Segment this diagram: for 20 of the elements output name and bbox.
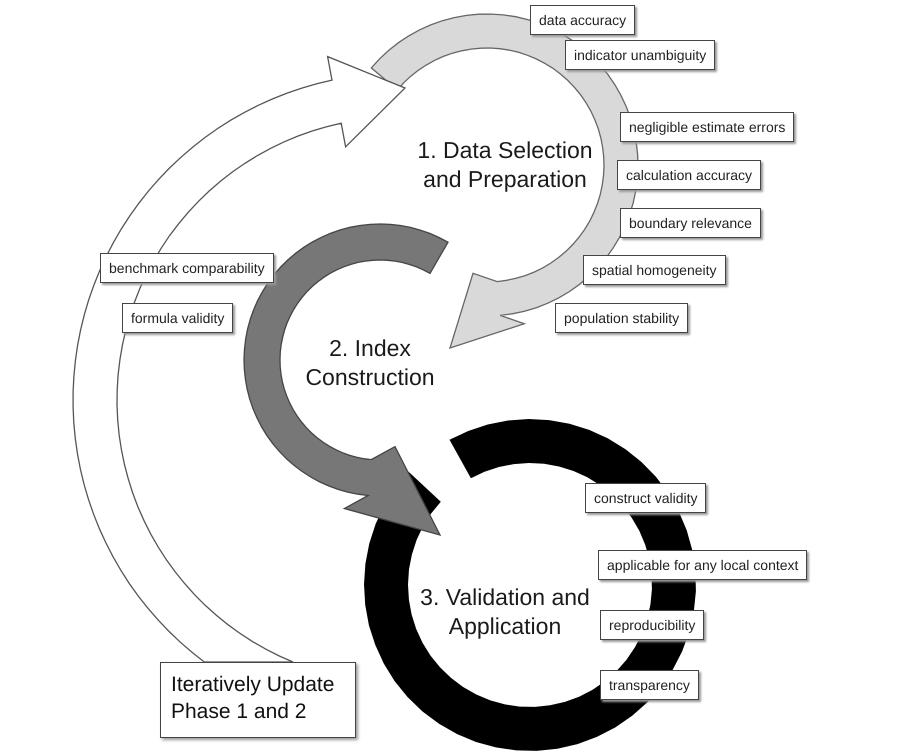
criterion-box: data accuracy [530, 5, 636, 35]
criterion-box: population stability [555, 303, 688, 333]
criterion-box: transparency [600, 670, 699, 700]
criterion-box: reproducibility [600, 610, 704, 640]
curved-arrow [243, 223, 449, 536]
phase-title: 3. Validation and Application [414, 535, 596, 641]
criterion-box: benchmark comparability [100, 253, 274, 283]
criterion-box: construct validity [585, 483, 706, 513]
criterion-box: indicator unambiguity [565, 40, 716, 70]
criterion-box: calculation accuracy [617, 160, 762, 190]
criterion-box: boundary relevance [620, 208, 761, 238]
criterion-box: applicable for any local context [598, 550, 808, 580]
criterion-box: negligible estimate errors [620, 112, 794, 142]
phase-title: 1. Data Selection and Preparation [405, 88, 605, 194]
update-box: Iteratively Update Phase 1 and 2 [160, 662, 356, 738]
criterion-box: spatial homogeneity [583, 255, 726, 285]
phase-title: 2. Index Construction [290, 334, 450, 392]
curved-arrow [72, 56, 406, 663]
curved-arrow [370, 13, 639, 349]
criterion-box: formula validity [122, 303, 234, 333]
